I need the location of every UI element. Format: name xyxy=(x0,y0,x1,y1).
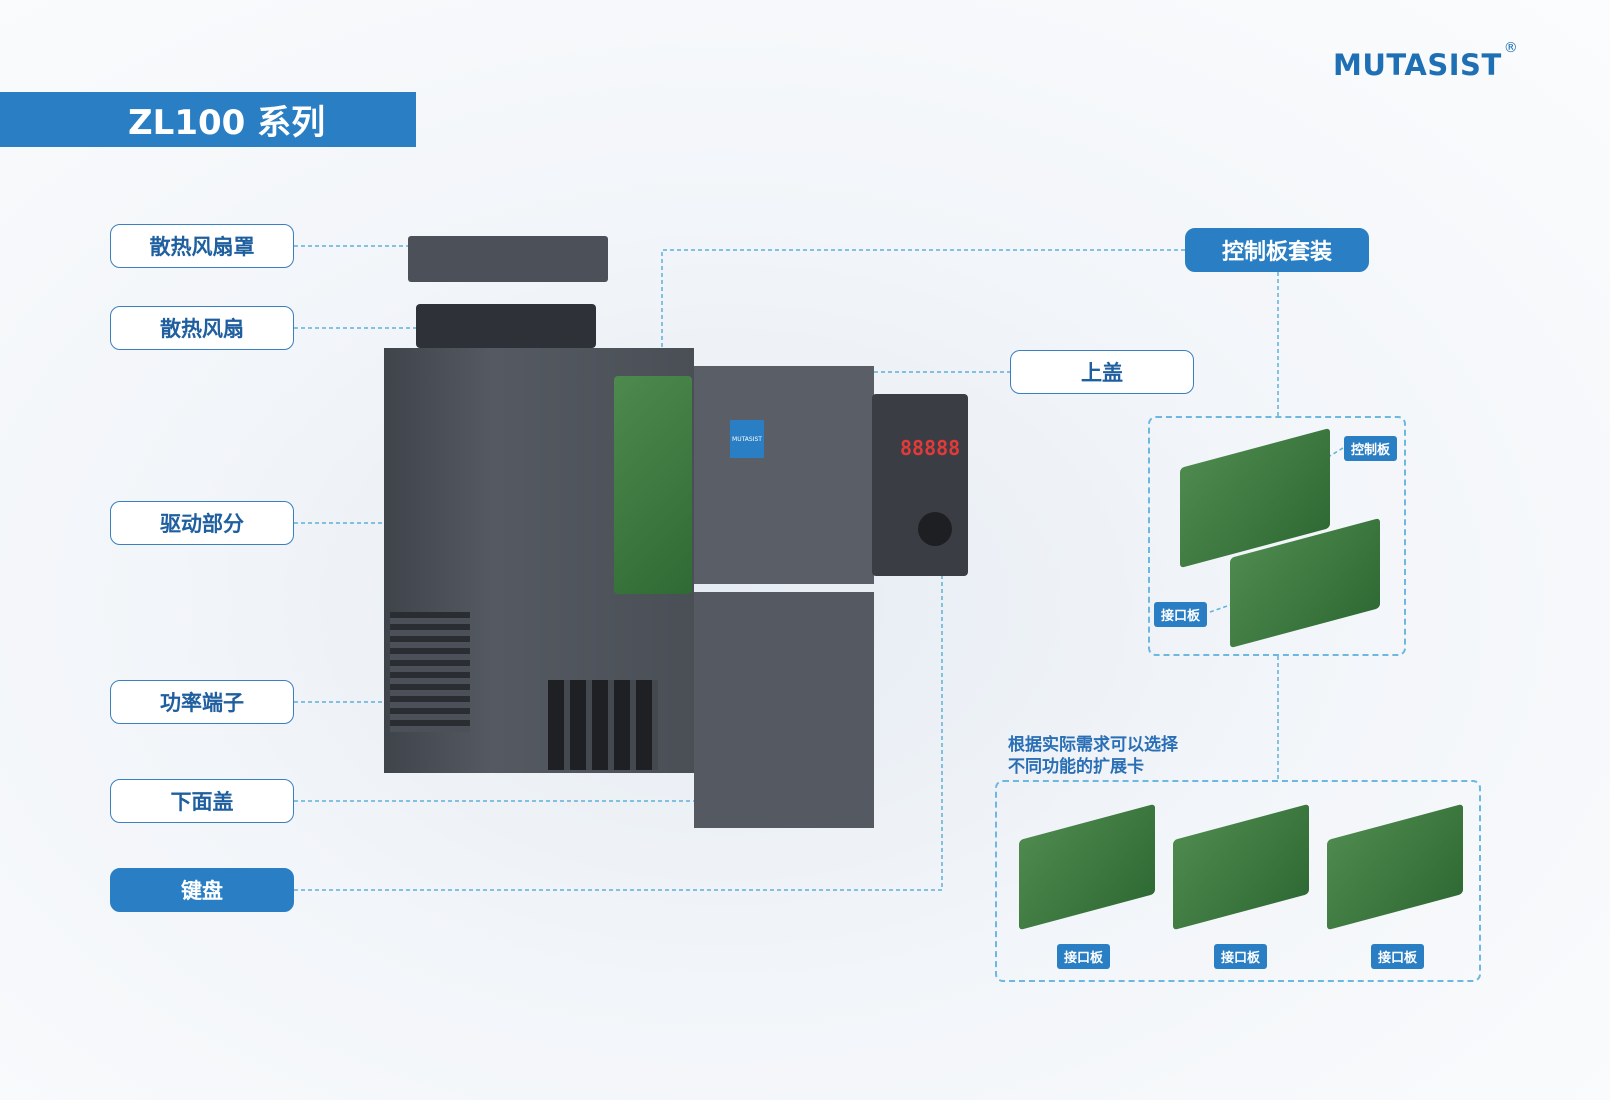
note-line-2: 不同功能的扩展卡 xyxy=(1008,757,1144,777)
keypad-display: 88888 xyxy=(900,436,961,460)
panel-logo: MUTASIST xyxy=(730,420,764,458)
tag-card-1: 接口板 xyxy=(1057,944,1111,969)
fan-cover-part xyxy=(408,236,608,282)
series-title-bar: ZL100 系列 xyxy=(0,92,416,147)
keypad-knob xyxy=(918,512,952,546)
top-cover-part xyxy=(694,366,874,584)
control-kit-box: 控制板 接口板 xyxy=(1148,416,1406,656)
label-drive-section: 驱动部分 xyxy=(110,501,294,545)
label-keypad: 键盘 xyxy=(110,868,294,912)
brand-logo: MUTASIST® xyxy=(1333,40,1518,82)
brand-name: MUTASIST xyxy=(1333,48,1502,82)
label-top-cover: 上盖 xyxy=(1010,350,1194,394)
tag-control-board: 控制板 xyxy=(1344,436,1398,461)
expansion-cards-box: 接口板 接口板 接口板 xyxy=(995,780,1481,982)
series-title: ZL100 系列 xyxy=(128,103,326,143)
note-line-1: 根据实际需求可以选择 xyxy=(1008,735,1178,755)
label-control-kit: 控制板套装 xyxy=(1185,228,1369,272)
label-power-terminal: 功率端子 xyxy=(110,680,294,724)
expansion-card-1 xyxy=(1019,803,1155,931)
lower-cover-part xyxy=(694,592,874,828)
vent-grille xyxy=(390,612,470,732)
keypad-part xyxy=(872,394,968,576)
expansion-card-3 xyxy=(1327,803,1463,931)
control-board-part xyxy=(614,376,692,594)
label-fan: 散热风扇 xyxy=(110,306,294,350)
tag-card-2: 接口板 xyxy=(1214,944,1268,969)
fan-part xyxy=(416,304,596,348)
tag-card-3: 接口板 xyxy=(1371,944,1425,969)
registered-mark: ® xyxy=(1503,40,1519,56)
power-terminal-block xyxy=(548,680,658,770)
label-lower-cover: 下面盖 xyxy=(110,779,294,823)
expansion-note: 根据实际需求可以选择 不同功能的扩展卡 xyxy=(1008,734,1178,778)
expansion-card-2 xyxy=(1173,803,1309,931)
tag-interface-board: 接口板 xyxy=(1154,602,1208,627)
label-fan-cover: 散热风扇罩 xyxy=(110,224,294,268)
